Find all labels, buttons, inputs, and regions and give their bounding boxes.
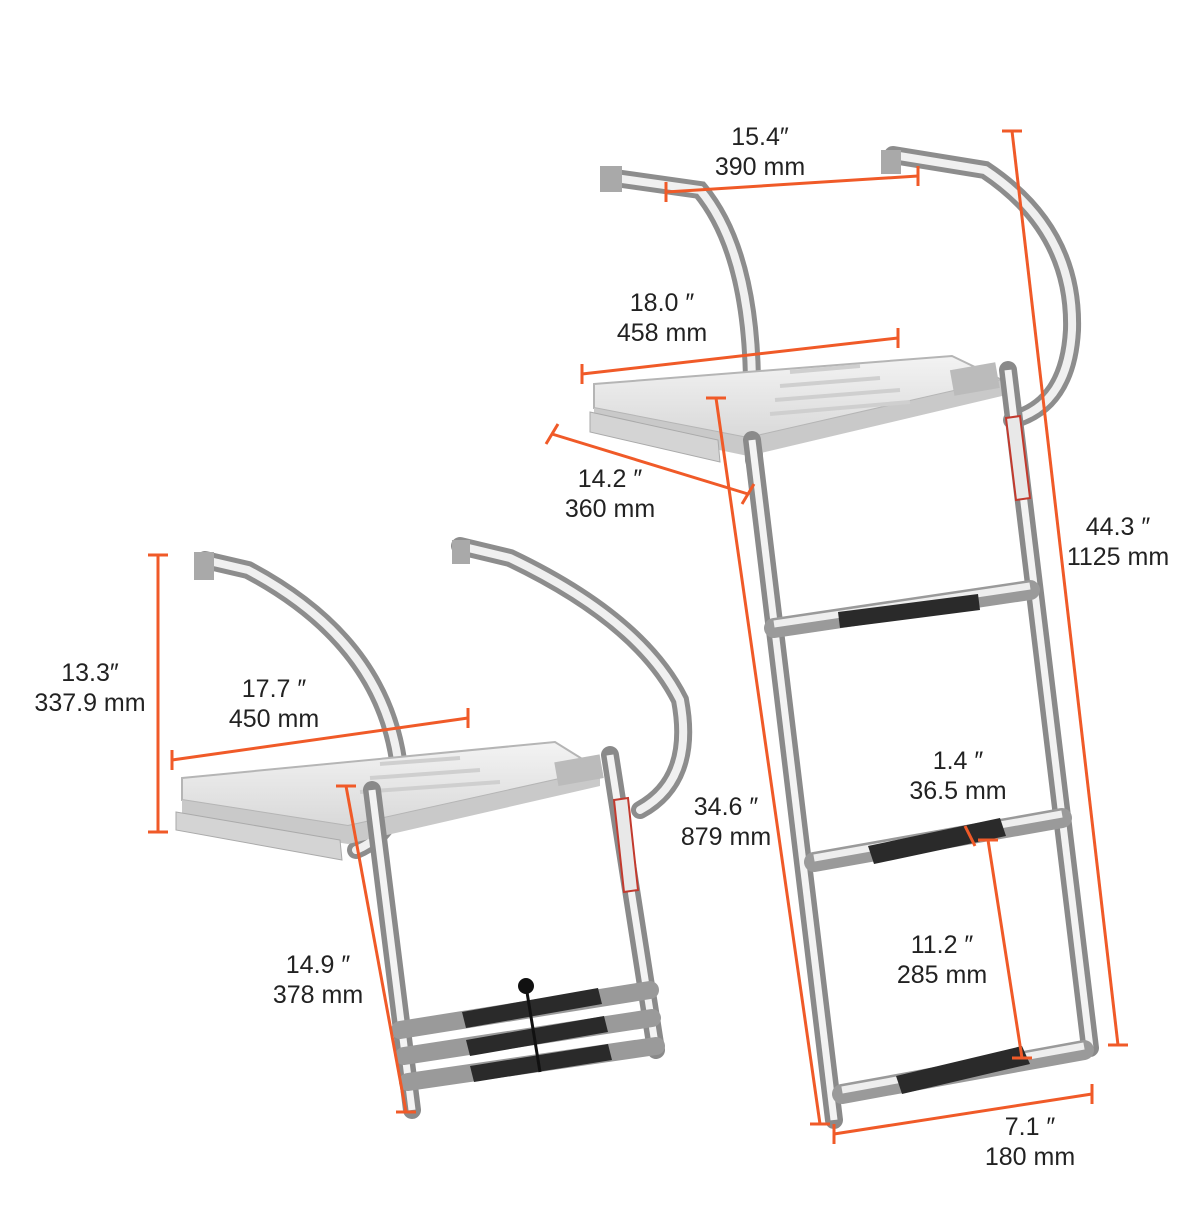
release-knob (518, 978, 534, 994)
folded-ladder-length-label: 14.9 ″ 378 mm (273, 950, 363, 1010)
ladder-length-label: 34.6 ″ 879 mm (681, 792, 771, 852)
ladder-width-label: 7.1 ″ 180 mm (985, 1112, 1075, 1172)
platform-depth-inch: 14.2 ″ (577, 465, 643, 493)
platform-depth-mm: 360 mm (564, 495, 656, 523)
handrail-height-inch: 13.3″ (61, 659, 119, 687)
ladder-width-inch: 7.1 ″ (1004, 1113, 1056, 1141)
dimension-lines (148, 129, 1128, 1144)
handrail-width-mm: 390 mm (714, 153, 806, 181)
ladder-length-inch: 34.6 ″ (693, 793, 759, 821)
folded-steps (391, 978, 665, 1091)
handrail-width-inch: 15.4″ (731, 123, 789, 151)
platform-width-folded-inch: 17.7 ″ (241, 675, 307, 703)
folded-ladder (175, 537, 693, 1119)
platform-width-extended-mm: 458 mm (616, 319, 708, 347)
folded-ladder-length-mm: 378 mm (272, 981, 364, 1009)
rung-3-extended (832, 1040, 1094, 1104)
step-width-label: 1.4 ″ 36.5 mm (909, 746, 1006, 806)
rung-1-extended (764, 580, 1040, 638)
handrail-height-mm: 337.9 mm (34, 689, 146, 717)
step-width-mm: 36.5 mm (909, 777, 1007, 805)
platform-width-folded-label: 17.7 ″ 450 mm (229, 674, 319, 734)
folded-ladder-length-inch: 14.9 ″ (285, 951, 351, 979)
total-height-inch: 44.3 ″ (1085, 513, 1151, 541)
rung-2-extended (804, 808, 1072, 872)
handrail-width-label: 15.4″ 390 mm (715, 122, 805, 182)
platform-depth-label: 14.2 ″ 360 mm (565, 464, 655, 524)
platform-width-extended-inch: 18.0 ″ (629, 289, 695, 317)
step-spacing-inch: 11.2 ″ (910, 931, 974, 959)
platform-width-extended-label: 18.0 ″ 458 mm (617, 288, 707, 348)
step-spacing-label: 11.2 ″ 285 mm (897, 930, 987, 990)
handrail-height-label: 13.3″ 337.9 mm (34, 658, 145, 718)
ladder-width-mm: 180 mm (984, 1143, 1076, 1171)
total-height-mm: 1125 mm (1066, 543, 1170, 571)
extended-ladder (589, 146, 1099, 1129)
step-width-inch: 1.4 ″ (932, 747, 984, 775)
ladder-length-mm: 879 mm (680, 823, 772, 851)
platform-width-folded-mm: 450 mm (228, 705, 320, 733)
step-spacing-mm: 285 mm (896, 961, 988, 989)
total-height-label: 44.3 ″ 1125 mm (1067, 512, 1169, 572)
